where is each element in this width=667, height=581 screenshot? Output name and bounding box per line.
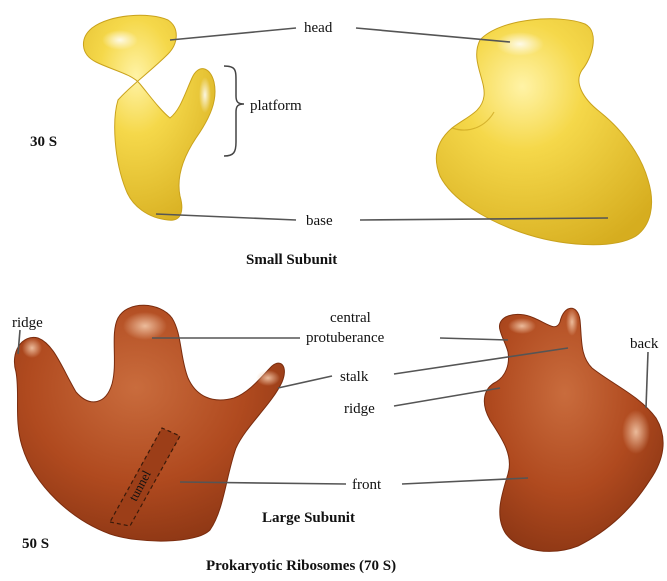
head-label: head: [304, 20, 333, 36]
small-subunit-right-shape: [436, 19, 651, 245]
large-subunit-group: tunnel ridge central protuberance stalk …: [12, 305, 663, 552]
stalk-leader-left: [278, 376, 332, 388]
central-protuberance-highlight: [123, 312, 167, 340]
large-subunit-svedberg: 50 S: [22, 536, 49, 552]
small-subunit-left-highlight: [102, 30, 138, 50]
small-subunit-left-shape: [83, 15, 215, 220]
ridge-left-highlight: [22, 338, 42, 358]
large-subunit-left-shape: [14, 305, 284, 541]
small-subunit-title: Small Subunit: [246, 252, 337, 268]
platform-brace: [224, 66, 244, 156]
ridge-left-label: ridge: [12, 315, 43, 331]
head-leader-left: [170, 28, 296, 40]
large-subunit-title: Large Subunit: [262, 510, 355, 526]
stalk-right-highlight: [566, 308, 578, 336]
back-leader: [646, 352, 648, 408]
protuberance-right-highlight: [508, 318, 536, 334]
central-protuberance-leader-right: [440, 338, 508, 340]
front-label: front: [352, 477, 382, 493]
figure-title: Prokaryotic Ribosomes (70 S): [206, 558, 396, 574]
platform-label: platform: [250, 98, 302, 114]
small-subunit-group: head platform base 30 S Small Subunit: [30, 15, 652, 268]
small-subunit-right-highlight: [496, 32, 544, 56]
stalk-left-highlight: [256, 370, 280, 386]
ridge-right-label: ridge: [344, 401, 375, 417]
base-label: base: [306, 213, 333, 229]
platform-highlight: [199, 77, 211, 113]
back-highlight: [622, 410, 650, 454]
small-subunit-svedberg: 30 S: [30, 134, 57, 150]
back-label: back: [630, 336, 659, 352]
central-protuberance-label-line2: protuberance: [306, 330, 385, 346]
central-protuberance-label-line1: central: [330, 310, 371, 326]
stalk-label: stalk: [340, 369, 369, 385]
